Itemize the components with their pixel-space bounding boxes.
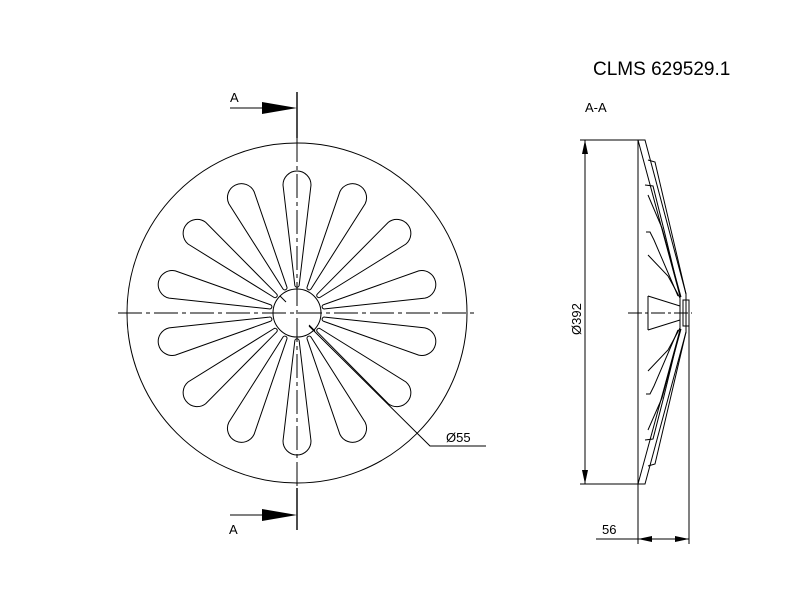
depth-label: 56 bbox=[602, 522, 616, 537]
slot-section-9 bbox=[646, 329, 679, 395]
slot-section-2 bbox=[644, 184, 681, 297]
section-view bbox=[580, 139, 692, 544]
slot-section-3 bbox=[647, 194, 682, 298]
radial-slot bbox=[182, 327, 278, 408]
slot-section-7 bbox=[644, 329, 681, 441]
radial-slot bbox=[321, 270, 437, 310]
slot-section-10 bbox=[647, 327, 681, 372]
slot-section-5 bbox=[647, 254, 681, 299]
hub-dim-tick-bottom bbox=[308, 324, 316, 332]
depth-arrow-right bbox=[675, 536, 689, 542]
od-arrow-top bbox=[582, 140, 588, 154]
section-arrow-top bbox=[230, 102, 297, 114]
radial-slot bbox=[306, 183, 368, 291]
radial-slot bbox=[157, 316, 273, 356]
outer-diameter-label: Ø392 bbox=[569, 303, 584, 335]
slot-section-1 bbox=[647, 159, 687, 295]
radial-slot bbox=[316, 218, 412, 299]
radial-slot bbox=[316, 327, 412, 408]
radial-slots bbox=[157, 170, 437, 456]
front-view bbox=[118, 92, 486, 530]
radial-slot bbox=[182, 218, 278, 299]
hub-dim-leader bbox=[308, 325, 486, 447]
hub-dim-tick-top bbox=[279, 295, 287, 303]
section-arrow-bottom bbox=[230, 509, 297, 521]
depth-arrow-left bbox=[638, 536, 652, 542]
radial-slot bbox=[282, 170, 312, 288]
radial-slot bbox=[226, 335, 288, 443]
slot-section-6 bbox=[647, 331, 687, 467]
od-arrow-bottom bbox=[582, 470, 588, 484]
hub-diameter-label: Ø55 bbox=[446, 430, 471, 445]
drawing-title: CLMS 629529.1 bbox=[593, 59, 730, 80]
section-marker-top: A bbox=[230, 90, 239, 105]
radial-slot bbox=[226, 183, 288, 291]
section-marker-bottom: A bbox=[229, 522, 238, 537]
radial-slot bbox=[321, 316, 437, 356]
radial-slot bbox=[306, 335, 368, 443]
slot-section-8 bbox=[647, 328, 682, 431]
section-view-label: A-A bbox=[585, 100, 607, 115]
radial-slot bbox=[157, 270, 273, 310]
slot-section-4 bbox=[646, 231, 679, 297]
radial-slot bbox=[282, 338, 312, 456]
